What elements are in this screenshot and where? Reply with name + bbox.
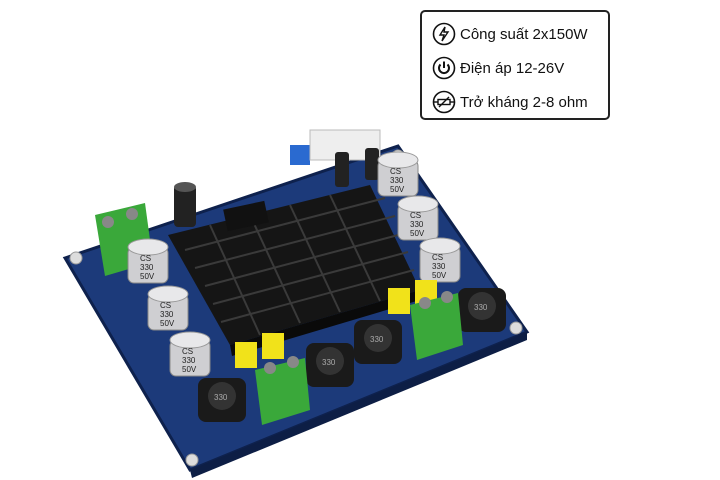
inductor-label: 330 xyxy=(322,358,336,367)
inductor: 330 xyxy=(354,320,402,364)
capacitor-label: 330 xyxy=(390,176,404,185)
capacitor-label: CS xyxy=(432,253,443,262)
capacitor-label: CS xyxy=(160,301,171,310)
yellow-capacitors xyxy=(235,280,437,368)
capacitor-label: CS xyxy=(390,167,401,176)
capacitors: CS33050VCS33050VCS33050VCS33050VCS33050V… xyxy=(127,151,461,377)
capacitor-label: 330 xyxy=(432,262,446,271)
capacitor-label: 50V xyxy=(432,271,447,280)
small-capacitor xyxy=(174,182,196,227)
capacitor-label: 50V xyxy=(410,229,425,238)
inductor: 330 xyxy=(198,378,246,422)
small-capacitors-top xyxy=(335,148,379,187)
inductors: 330 330 330 330 xyxy=(198,288,506,422)
inductor-label: 330 xyxy=(474,303,488,312)
spec-impedance-text: Trở kháng 2-8 ohm xyxy=(460,93,588,111)
mounting-holes xyxy=(69,149,523,467)
resistor-icon xyxy=(432,90,456,114)
spec-box: Công suất 2x150W Điện áp 12-26V Trở khán… xyxy=(420,10,610,120)
capacitor-label: 330 xyxy=(182,356,196,365)
inductor-label: 330 xyxy=(370,335,384,344)
spec-impedance: Trở kháng 2-8 ohm xyxy=(432,90,588,114)
capacitor-label: 50V xyxy=(182,365,197,374)
spec-power-rating: Công suất 2x150W xyxy=(432,22,588,46)
capacitor-label: 50V xyxy=(160,319,175,328)
inductor: 330 xyxy=(458,288,506,332)
potentiometer xyxy=(290,145,310,165)
capacitor-label: CS xyxy=(182,347,193,356)
capacitor-label: 50V xyxy=(390,185,405,194)
terminal-block-bottom-right xyxy=(410,291,463,360)
spec-voltage-text: Điện áp 12-26V xyxy=(460,59,565,77)
chip xyxy=(223,200,269,232)
power-icon xyxy=(432,56,456,80)
spec-voltage: Điện áp 12-26V xyxy=(432,56,564,80)
capacitor-label: 330 xyxy=(410,220,424,229)
capacitor-label: CS xyxy=(140,254,151,263)
capacitor-label: 50V xyxy=(140,272,155,281)
terminal-block-bottom-left xyxy=(255,356,310,425)
inductor: 330 xyxy=(306,343,354,387)
capacitor-label: CS xyxy=(410,211,421,220)
lightning-icon xyxy=(432,22,456,46)
capacitor-label: 330 xyxy=(160,310,174,319)
spec-power-text: Công suất 2x150W xyxy=(460,25,588,43)
inductor-label: 330 xyxy=(214,393,228,402)
capacitor-label: 330 xyxy=(140,263,154,272)
pcb-edge xyxy=(190,332,527,478)
